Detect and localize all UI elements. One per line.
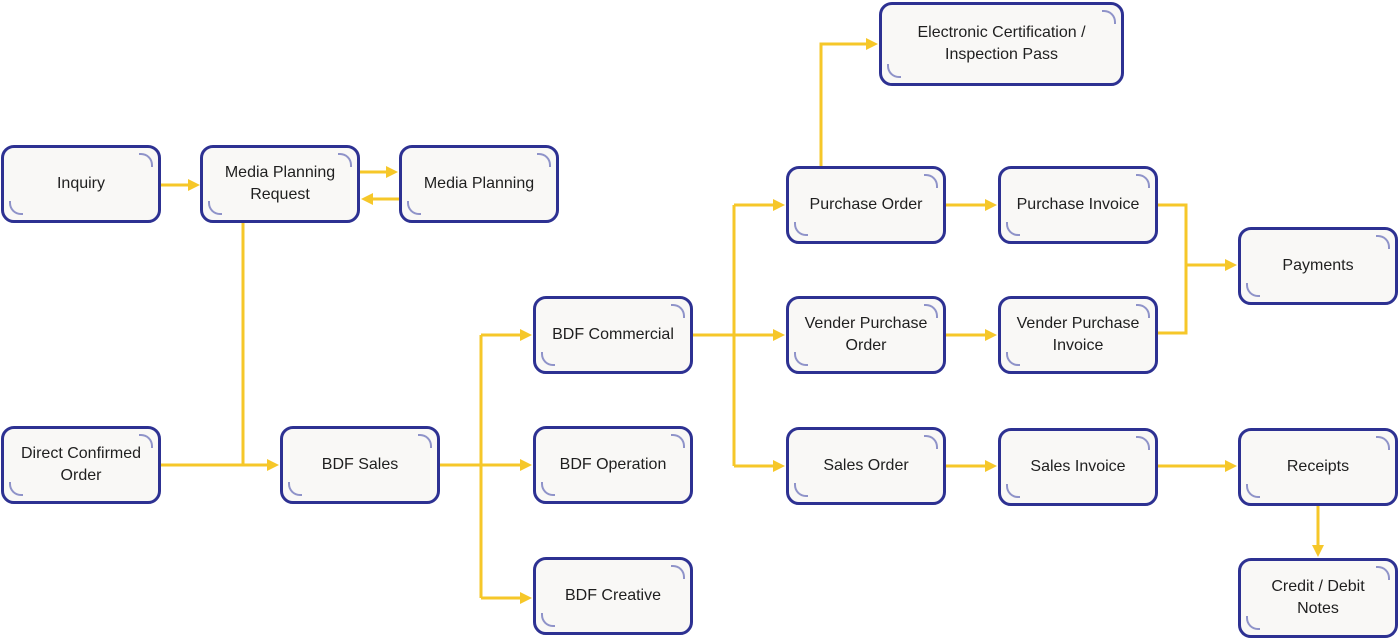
connector-po-to-certification xyxy=(819,42,866,166)
node-bdf-commercial: BDF Commercial xyxy=(533,296,693,374)
node-inquiry: Inquiry xyxy=(1,145,161,223)
arrowhead xyxy=(1225,259,1237,271)
arrowhead xyxy=(267,459,279,471)
node-sales-order: Sales Order xyxy=(786,427,946,505)
node-credit-debit-notes: Credit / Debit Notes xyxy=(1238,558,1398,638)
node-purchase-invoice: Purchase Invoice xyxy=(998,166,1158,244)
node-label: Vender Purchase Invoice xyxy=(1016,315,1140,354)
node-label: Purchase Order xyxy=(809,196,923,213)
node-label: Vender Purchase Order xyxy=(804,315,928,354)
arrowhead xyxy=(1312,545,1324,557)
node-direct-confirmed-order: Direct Confirmed Order xyxy=(1,426,161,504)
node-label: Sales Invoice xyxy=(1030,458,1126,475)
node-payments: Payments xyxy=(1238,227,1398,305)
node-electronic-certification: Electronic Certification / Inspection Pa… xyxy=(879,2,1124,86)
node-label: Receipts xyxy=(1286,458,1350,475)
node-vender-purchase-order: Vender Purchase Order xyxy=(786,296,946,374)
arrowhead xyxy=(773,329,785,341)
node-purchase-order: Purchase Order xyxy=(786,166,946,244)
arrowhead xyxy=(1225,460,1237,472)
arrowhead xyxy=(520,329,532,341)
node-label: BDF Sales xyxy=(321,456,399,473)
node-label: BDF Creative xyxy=(564,587,662,604)
arrowhead xyxy=(188,179,200,191)
node-label: Credit / Debit Notes xyxy=(1271,578,1365,617)
node-media-planning-request: Media Planning Request xyxy=(200,145,360,223)
node-vender-purchase-invoice: Vender Purchase Invoice xyxy=(998,296,1158,374)
connector-pi-to-payments xyxy=(1157,203,1188,335)
node-receipts: Receipts xyxy=(1238,428,1398,506)
arrowhead xyxy=(985,460,997,472)
node-label: Purchase Invoice xyxy=(1016,196,1140,213)
arrowhead xyxy=(520,459,532,471)
arrowhead xyxy=(866,38,878,50)
node-label: BDF Operation xyxy=(559,456,667,473)
arrowhead xyxy=(520,592,532,604)
node-label: Direct Confirmed Order xyxy=(20,445,142,484)
node-label: BDF Commercial xyxy=(552,326,674,343)
node-bdf-operation: BDF Operation xyxy=(533,426,693,504)
arrowhead xyxy=(361,193,373,205)
node-label: Electronic Certification / Inspection Pa… xyxy=(917,24,1086,63)
node-label: Payments xyxy=(1282,257,1354,274)
node-label: Media Planning Request xyxy=(224,164,336,203)
arrowhead xyxy=(773,460,785,472)
node-label: Media Planning xyxy=(423,175,535,192)
node-media-planning: Media Planning xyxy=(399,145,559,223)
arrowhead xyxy=(773,199,785,211)
node-label: Sales Order xyxy=(823,457,909,474)
arrowhead xyxy=(985,199,997,211)
node-bdf-sales: BDF Sales xyxy=(280,426,440,504)
arrowhead xyxy=(386,166,398,178)
node-label: Inquiry xyxy=(56,175,106,192)
arrowhead xyxy=(985,329,997,341)
node-sales-invoice: Sales Invoice xyxy=(998,428,1158,506)
node-bdf-creative: BDF Creative xyxy=(533,557,693,635)
